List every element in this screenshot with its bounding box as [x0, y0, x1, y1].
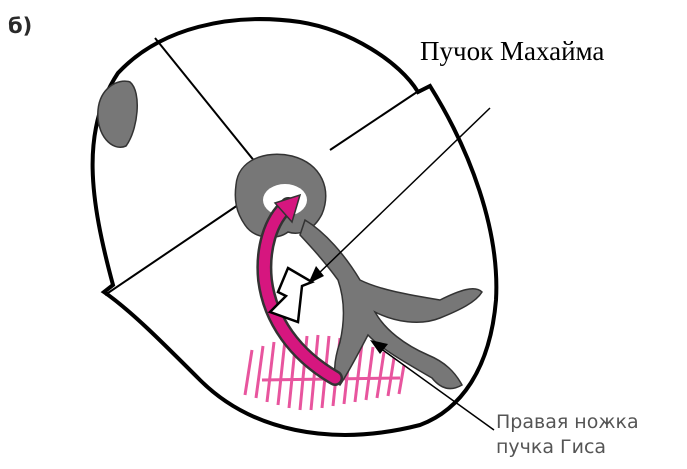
mahaim-bundle-label: Пучок Махайма: [420, 36, 604, 67]
sinus-node: [98, 81, 137, 147]
right-bundle-branch-label: Правая ножка пучка Гиса: [496, 410, 639, 460]
right-bundle-branch-label-line2: пучка Гиса: [496, 435, 639, 460]
right-bundle-branch-label-line1: Правая ножка: [496, 410, 639, 435]
panel-letter: б): [8, 14, 32, 38]
